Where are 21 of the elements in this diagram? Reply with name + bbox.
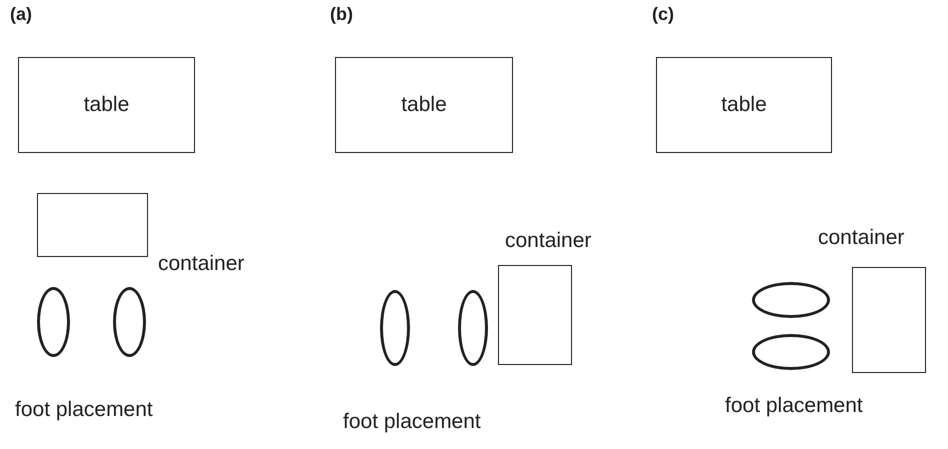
foot-ellipse [37,287,70,357]
table-box: table [18,57,195,153]
table-box: table [656,57,832,153]
container-label: container [505,229,592,253]
panel-label: (b) [330,4,353,25]
foot-placement-label: foot placement [15,398,153,422]
foot-ellipse [113,287,146,357]
foot-ellipse [752,334,830,370]
foot-ellipse [752,282,830,318]
foot-ellipse [380,290,410,366]
container-box [37,193,148,257]
table-box: table [335,57,513,153]
foot-placement-label: foot placement [343,410,481,434]
foot-ellipse [458,290,488,366]
panel-label: (c) [652,4,674,25]
foot-placement-label: foot placement [725,394,863,418]
container-label: container [158,252,244,276]
container-box [852,267,926,373]
panel-label: (a) [10,4,32,25]
container-box [498,265,572,365]
container-label: container [818,226,904,250]
